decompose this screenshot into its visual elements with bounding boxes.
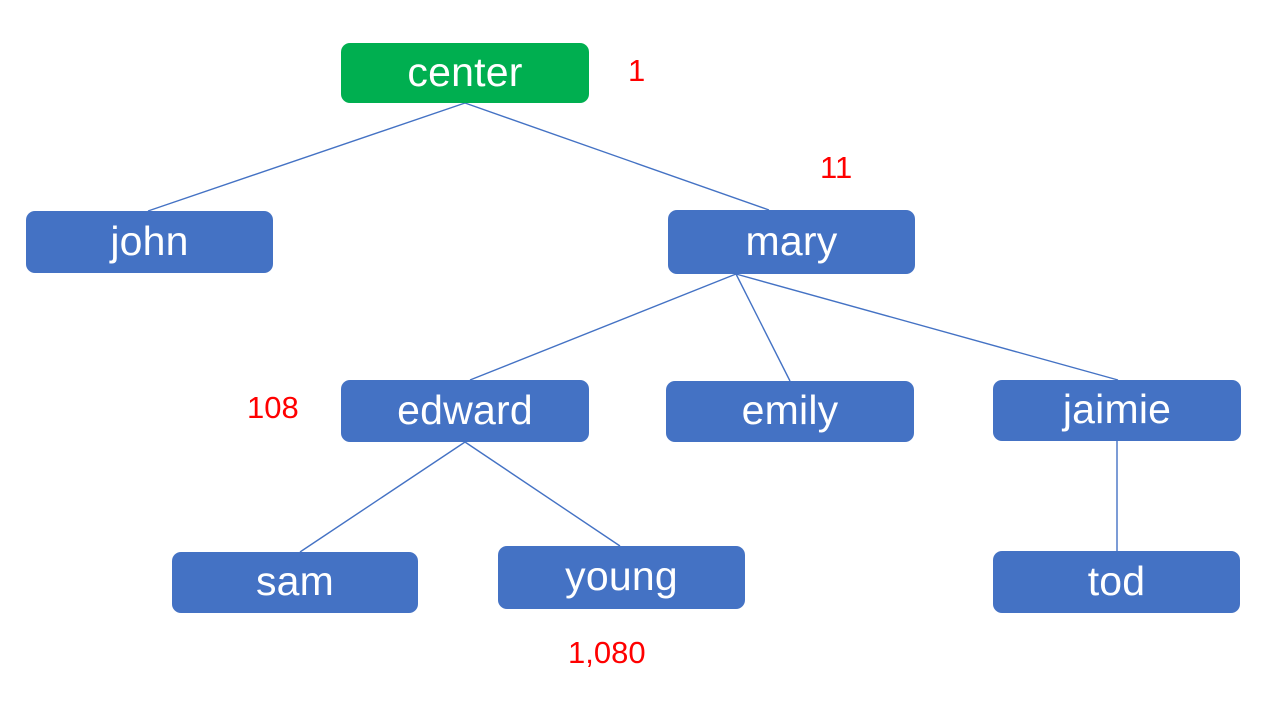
annotation-mary: 11 (820, 150, 853, 185)
node-mary[interactable]: mary (668, 210, 915, 274)
node-label-edward: edward (397, 386, 533, 433)
edge-edward-to-sam (299, 441, 466, 553)
edge-center-to-mary (464, 102, 770, 211)
edge-center-to-john (147, 102, 466, 212)
node-label-young: young (565, 553, 678, 599)
edge-mary-to-edward (469, 273, 737, 381)
annotation-center: 1 (628, 53, 646, 88)
node-label-emily: emily (741, 387, 839, 433)
node-label-sam: sam (255, 558, 335, 604)
node-label-mary: mary (745, 217, 838, 264)
edge-mary-to-emily (735, 273, 791, 382)
node-label-john: john (110, 217, 189, 264)
node-label-center: center (407, 48, 523, 95)
node-sam[interactable]: sam (172, 552, 418, 613)
edge-mary-to-jaimie (735, 273, 1119, 381)
node-label-jaimie: jaimie (1062, 386, 1172, 432)
node-label-tod: tod (1087, 557, 1146, 604)
node-jaimie[interactable]: jaimie (993, 380, 1241, 441)
node-emily[interactable]: emily (666, 381, 914, 442)
node-center[interactable]: center (341, 43, 589, 103)
node-edward[interactable]: edward (341, 380, 589, 442)
annotation-young: 1,080 (568, 635, 646, 670)
annotation-edward: 108 (247, 390, 299, 425)
node-tod[interactable]: tod (993, 551, 1240, 613)
node-john[interactable]: john (26, 211, 273, 273)
edge-edward-to-young (464, 441, 621, 547)
node-young[interactable]: young (498, 546, 745, 609)
